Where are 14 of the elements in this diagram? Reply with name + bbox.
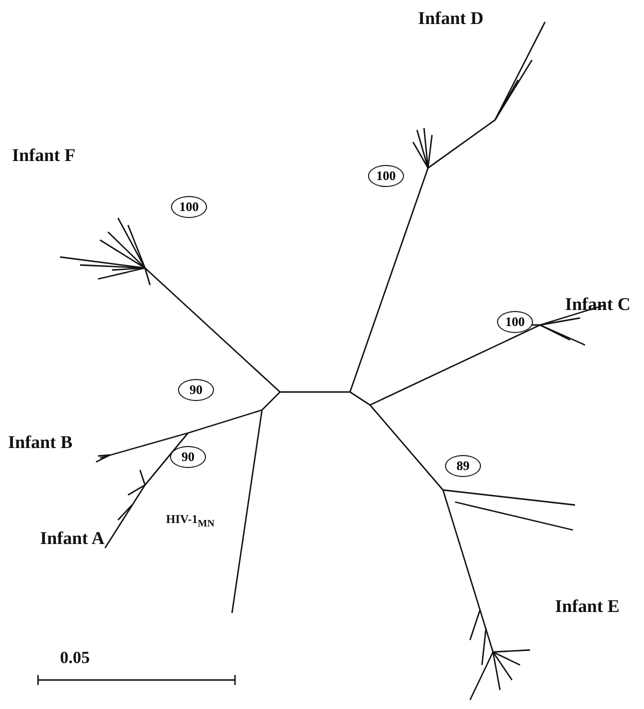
taxon-label: Infant B xyxy=(8,432,73,453)
bootstrap-value: 100 xyxy=(171,196,207,218)
taxon-label: Infant F xyxy=(12,145,76,166)
bootstrap-value: 100 xyxy=(497,311,533,333)
taxon-label: Infant E xyxy=(555,596,620,617)
bootstrap-value: 89 xyxy=(445,455,481,477)
scale-value: 0.05 xyxy=(60,648,90,668)
taxon-label: Infant C xyxy=(565,294,631,315)
taxon-label: Infant D xyxy=(418,8,484,29)
bootstrap-value: 100 xyxy=(368,165,404,187)
bootstrap-value: 90 xyxy=(178,379,214,401)
taxon-label: Infant A xyxy=(40,528,105,549)
reference-strain-label: HIV-1$_{MN}$ xyxy=(166,512,214,530)
bootstrap-value: 90 xyxy=(170,446,206,468)
